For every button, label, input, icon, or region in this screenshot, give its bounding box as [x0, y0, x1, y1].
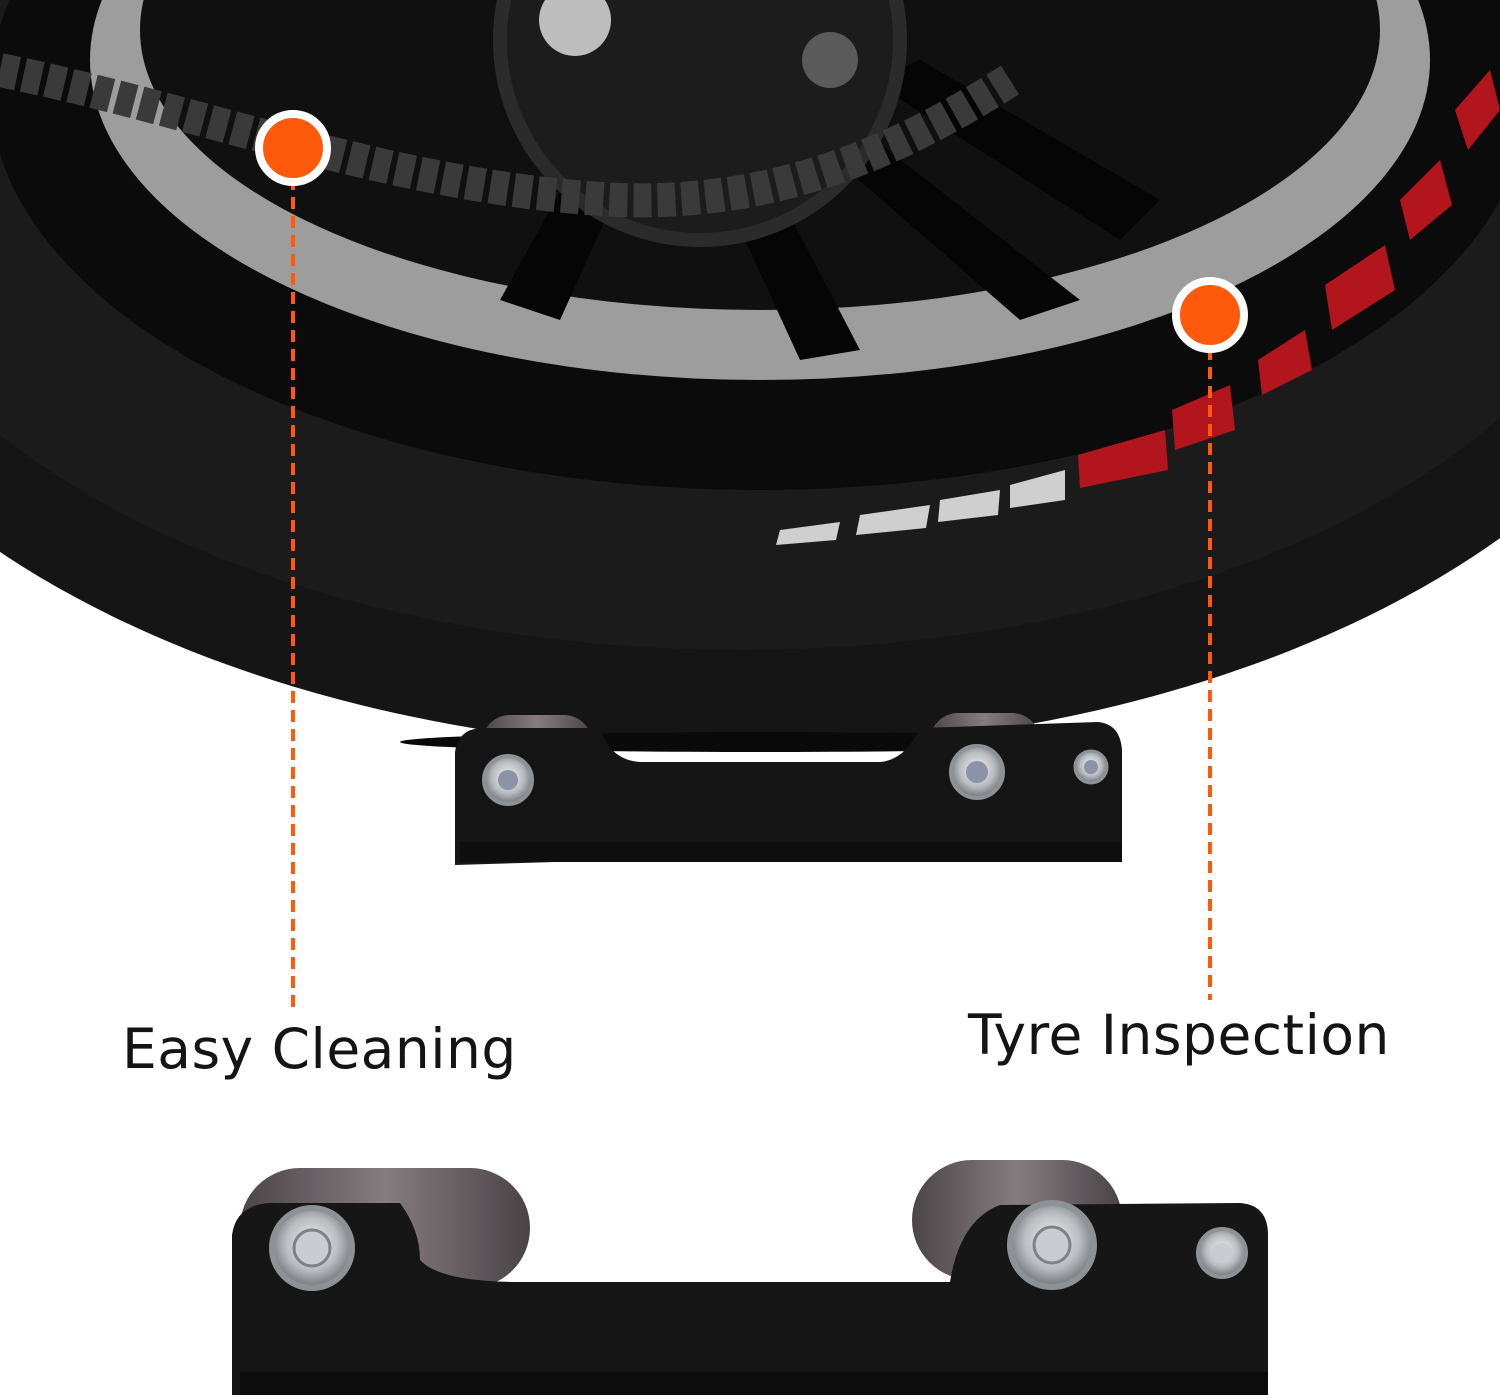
nut-left-bottom-core: [292, 1228, 332, 1268]
nut-right-bottom-core: [1032, 1225, 1072, 1265]
orange-dot-icon: [255, 110, 331, 186]
stand-base-bottom: [240, 1372, 1268, 1395]
roller-stand-top: [455, 713, 1122, 865]
drive-chain: [0, 53, 1020, 218]
nut-small-top-core: [1084, 760, 1098, 774]
nut-left-top-core: [498, 770, 518, 790]
callout-markers: [255, 110, 1248, 1010]
motorcycle-wheel: [0, 0, 1500, 752]
callout-label-tyre-inspection: Tyre Inspection: [968, 1003, 1390, 1067]
hub-bolt: [539, 0, 611, 56]
stand-bracket-bottom: [232, 1203, 1268, 1395]
callout-label-easy-cleaning: Easy Cleaning: [122, 1017, 517, 1081]
roller-stand-bottom: [232, 1160, 1268, 1395]
nut-small-bottom-core: [1212, 1243, 1232, 1263]
rim-stripe-red: [1078, 70, 1500, 488]
axle-nut: [802, 32, 858, 88]
stand-base-top: [460, 842, 1122, 862]
nut-right-top-core: [966, 761, 988, 783]
rim-stripe-grey: [776, 470, 1065, 545]
orange-dot-icon: [1172, 277, 1248, 353]
